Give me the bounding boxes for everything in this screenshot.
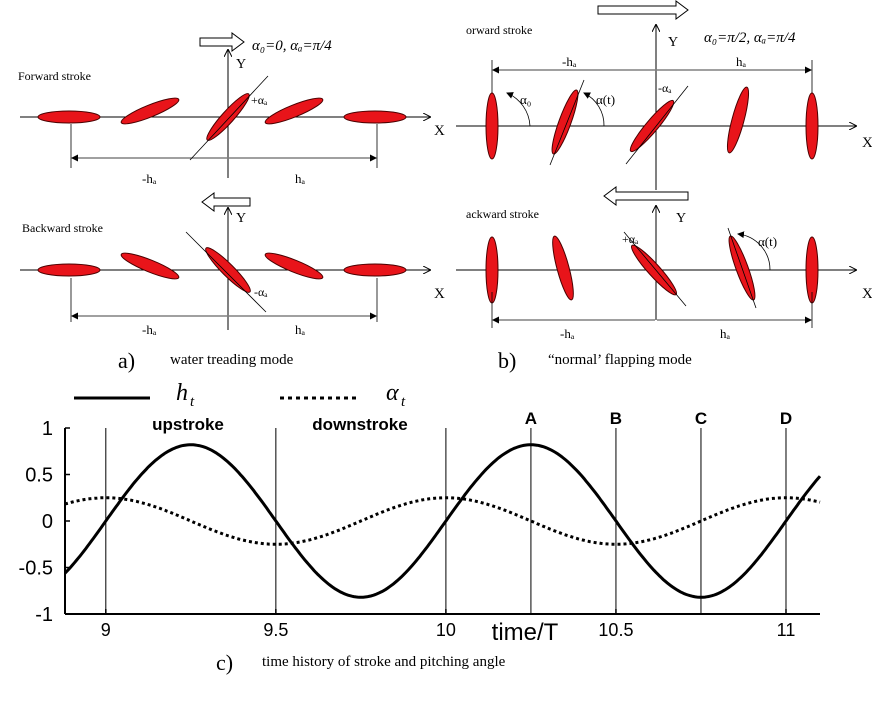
wing [37,110,101,124]
panel-a-pitch-line-bottom [185,231,267,313]
panel-a-minus-h-bottom: -hₐ [142,322,157,337]
x-axis-label: time/T [492,619,559,646]
panel-a-water-treading: Forward stroke α₀=0, αₐ=π/4 X Y +αₐ -hₐ … [18,32,445,373]
panel-a-pitch-line-top [189,75,269,161]
panel-b-minus-alpha: -αₐ [658,81,672,95]
panel-b-plus-h-bottom: hₐ [720,326,731,341]
marker-label-C: C [695,409,707,428]
x-tick-label: 11 [777,620,796,640]
panel-b-caption-text: “normal’ flapping mode [548,352,692,368]
wing [206,93,250,141]
x-tick-label: 10.5 [598,620,633,640]
panel-b-alpha0-arc [506,92,531,127]
panel-b-backward-label: ackward stroke [466,207,539,221]
panel-a-plus-h-top: hₐ [295,171,306,186]
wing [264,252,324,280]
panel-a-x-label-bottom: X [434,286,445,302]
series-line-alpha-t [64,496,821,546]
marker-label-B: B [610,409,622,428]
y-tick-label: 1 [42,418,53,440]
panel-b-normal-flapping: orward stroke α₀=π/2, αₐ=π/4 Y -hₐ hₐ X … [456,0,872,373]
y-tick-label: -0.5 [19,558,53,580]
wing [37,263,101,277]
y-tick-label: -1 [35,604,53,626]
downstroke-label: downstroke [312,415,407,434]
panel-c-caption-text: time history of stroke and pitching angl… [262,654,506,670]
panel-a-x-label-top: X [434,123,445,139]
wing [726,86,750,154]
wing [805,92,819,160]
wing [205,247,251,293]
wing [485,92,499,160]
panel-b-alpha-t-arc-bottom [737,231,771,271]
y-tick-label: 0.5 [25,465,53,487]
panel-b-x-label-bottom: X [862,286,872,302]
wing [120,252,180,280]
panel-a-forward-wings [37,93,407,141]
wing [343,263,407,277]
panel-b-direction-arrow-right [597,0,689,20]
panel-b-plus-alpha: +αₐ [622,232,639,246]
panel-a-plus-h-bottom: hₐ [295,322,306,337]
y-tick-label: 0 [42,511,53,533]
panel-a-direction-arrow-right [199,32,245,52]
panel-a-minus-alpha: -αₐ [254,285,268,299]
panel-b-x-label-top: X [862,135,872,151]
marker-label-A: A [525,409,537,428]
panel-b-pitch-line-bottom2 [727,227,757,309]
panel-a-y-label-bottom: Y [236,211,246,226]
panel-a-plus-alpha: +αₐ [251,93,268,107]
wing [264,97,324,125]
marker-label-D: D [780,409,792,428]
panel-b-pitch-line-bottom1 [623,231,687,307]
legend-h-t: h [176,380,188,406]
panel-b-plus-h-top: hₐ [736,54,747,69]
panel-b-pitch-line-top2 [625,85,689,165]
legend-h-t-subscript: t [190,394,195,410]
panel-a-params: α₀=0, αₐ=π/4 [252,38,332,54]
wing [552,235,574,301]
wing [629,99,675,153]
panel-a-direction-arrow-left [201,192,251,212]
panel-b-pitch-line-top1 [549,79,585,166]
panel-a-backward-wings [37,247,407,293]
panel-b-direction-arrow-left [603,186,689,206]
panel-b-minus-h-bottom: -hₐ [560,326,575,341]
panel-a-caption-text: water treading mode [170,352,294,368]
panel-a-caption-letter: a) [118,348,135,373]
panel-a-y-label-top: Y [236,57,246,72]
panel-b-forward-wings [485,86,819,160]
upstroke-label: upstroke [152,415,224,434]
wing [551,89,579,155]
panel-a-forward-label: Forward stroke [18,69,91,83]
legend-alpha-t-subscript: t [401,394,406,410]
x-tick-label: 10 [436,620,456,640]
panel-b-y-label-bottom: Y [676,211,686,226]
panel-c-caption-letter: c) [216,650,233,675]
panel-a-minus-h-top: -hₐ [142,171,157,186]
panel-b-caption-letter: b) [498,348,516,373]
panel-b-alpha-t-arc [583,92,605,127]
panel-a-backward-label: Backward stroke [22,221,103,235]
panel-b-params: α₀=π/2, αₐ=π/4 [704,30,796,46]
panel-b-alpha-t-label-bottom: α(t) [758,234,777,249]
series-line-h-t [63,443,822,599]
legend-alpha-t: α [386,380,399,406]
panel-b-minus-h-top: -hₐ [562,54,577,69]
panel-b-forward-label: orward stroke [466,23,532,37]
panel-b-alpha-t-label: α(t) [596,92,615,107]
panel-b-y-label-top: Y [668,35,678,50]
wing [120,97,180,125]
x-tick-label: 9 [101,620,111,640]
panel-b-alpha0-label: α₀ [520,92,531,107]
wing [343,110,407,124]
x-tick-label: 9.5 [263,620,288,640]
